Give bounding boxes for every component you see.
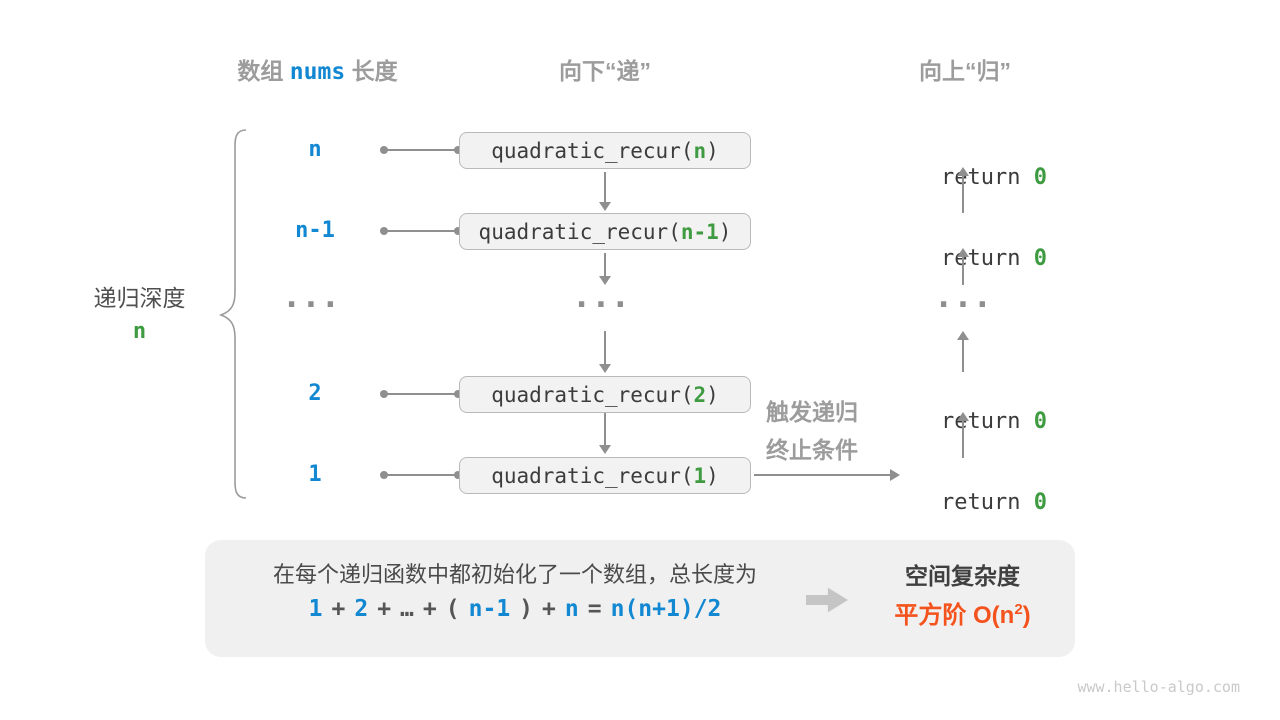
- call-open: quadratic_recur(: [491, 138, 694, 163]
- call-box-n: quadratic_recur(n): [459, 132, 751, 169]
- formula-token: 2: [354, 596, 369, 622]
- trigger-note-line1: 触发递归: [766, 399, 858, 425]
- header-array-suffix: 长度: [351, 58, 398, 84]
- summary-formula: 1 + 2 + … + ( n-1 ) + n = n(n+1)/2: [225, 596, 805, 622]
- depth-label-n1: n-1: [295, 218, 335, 243]
- arrow-stem: [961, 174, 964, 213]
- base-case-arrow-icon: [754, 468, 900, 482]
- down-arrow-icon: [598, 331, 612, 373]
- curly-brace-icon: [218, 129, 247, 499]
- result-order-close: ): [1022, 602, 1031, 629]
- formula-token: +: [542, 596, 556, 622]
- call-close: ): [706, 138, 719, 163]
- trigger-note: 触发递归 终止条件: [742, 393, 882, 469]
- formula-token: 1: [308, 596, 323, 622]
- return-statement: return 0: [885, 461, 1050, 515]
- depth-ellipsis: ...: [285, 280, 345, 315]
- return-keyword: return: [941, 246, 1034, 271]
- header-array-var: nums: [289, 59, 346, 85]
- arrow-stem: [754, 473, 892, 476]
- connector-stem: [382, 230, 460, 232]
- formula-token: +: [377, 596, 392, 622]
- arrow-stem: [961, 419, 964, 458]
- up-arrow-icon: [956, 331, 970, 372]
- recursion-depth-value: n: [132, 319, 147, 344]
- call-open: quadratic_recur(: [491, 463, 694, 488]
- arrow-stem: [603, 253, 606, 278]
- arrow-stem: [603, 172, 606, 204]
- connector-stem: [382, 474, 460, 476]
- return-statement: return 0: [885, 380, 1050, 434]
- recursion-depth-caption: 递归深度 n: [62, 283, 217, 345]
- return-statement: return 0: [885, 217, 1050, 271]
- connector-line: [380, 390, 462, 398]
- call-arg: n: [693, 138, 707, 163]
- implies-arrow-icon: [806, 587, 848, 613]
- arrow-stem: [603, 413, 606, 447]
- call-box-n1: quadratic_recur(n-1): [459, 213, 751, 250]
- call-close: ): [718, 219, 732, 244]
- header-ascend: 向上“归”: [919, 58, 1011, 84]
- formula-token: n: [564, 596, 579, 622]
- return-keyword: return: [941, 490, 1034, 515]
- call-open: quadratic_recur(: [478, 219, 681, 244]
- connector-stem: [382, 393, 460, 395]
- header-array-length: 数组 nums 长度: [200, 56, 435, 86]
- header-descend: 向下“递”: [559, 58, 651, 84]
- depth-label-2: 2: [308, 381, 322, 406]
- connector-line: [380, 471, 462, 479]
- return-value: 0: [1033, 246, 1047, 271]
- recursion-depth-label: 递归深度: [93, 285, 186, 311]
- result-order-exponent: 2: [1014, 601, 1023, 618]
- arrow-stem: [961, 255, 964, 285]
- return-value: 0: [1033, 409, 1047, 434]
- result-order-pre: 平方阶 O(n: [894, 602, 1015, 629]
- formula-token: …: [400, 596, 414, 622]
- down-arrow-icon: [598, 413, 612, 454]
- formula-token: (: [445, 596, 460, 622]
- call-box-2: quadratic_recur(2): [459, 376, 751, 413]
- call-close: ): [706, 382, 719, 407]
- up-arrow-icon: [956, 167, 970, 213]
- result-title: 空间复杂度: [905, 563, 1020, 589]
- formula-token: ): [519, 596, 534, 622]
- up-arrow-icon: [956, 248, 970, 285]
- arrow-stem: [603, 331, 606, 366]
- call-box-1: quadratic_recur(1): [459, 457, 751, 494]
- depth-label-1: 1: [308, 462, 322, 487]
- up-arrow-icon: [956, 412, 970, 458]
- return-statement: return 0: [885, 136, 1050, 190]
- summary-panel: 在每个递归函数中都初始化了一个数组，总长度为 1 + 2 + … + ( n-1…: [205, 540, 1075, 657]
- down-arrow-icon: [598, 172, 612, 211]
- connector-line: [380, 227, 462, 235]
- return-value: 0: [1033, 490, 1047, 515]
- formula-token: n-1: [468, 596, 511, 622]
- formula-token: =: [587, 596, 602, 622]
- call-arg: 1: [693, 463, 707, 488]
- header-array-prefix: 数组: [237, 58, 284, 84]
- return-keyword: return: [941, 165, 1034, 190]
- call-open: quadratic_recur(: [491, 382, 694, 407]
- formula-token: +: [331, 596, 346, 622]
- arrow-stem: [961, 338, 964, 372]
- return-ellipsis: ...: [937, 280, 997, 315]
- call-arg: n-1: [680, 219, 719, 244]
- watermark: www.hello-algo.com: [1077, 678, 1240, 696]
- trigger-note-line2: 终止条件: [766, 437, 858, 463]
- formula-token: +: [422, 596, 437, 622]
- connector-line: [380, 146, 462, 154]
- result-order: 平方阶 O(n2): [865, 595, 1060, 630]
- down-arrow-icon: [598, 253, 612, 285]
- depth-label-n: n: [308, 137, 322, 162]
- return-value: 0: [1033, 165, 1047, 190]
- call-ellipsis: ...: [575, 280, 635, 315]
- call-arg: 2: [693, 382, 707, 407]
- call-close: ): [706, 463, 719, 488]
- connector-stem: [382, 149, 460, 151]
- return-keyword: return: [941, 409, 1034, 434]
- summary-description: 在每个递归函数中都初始化了一个数组，总长度为: [272, 562, 757, 587]
- formula-token: n(n+1)/2: [610, 596, 722, 622]
